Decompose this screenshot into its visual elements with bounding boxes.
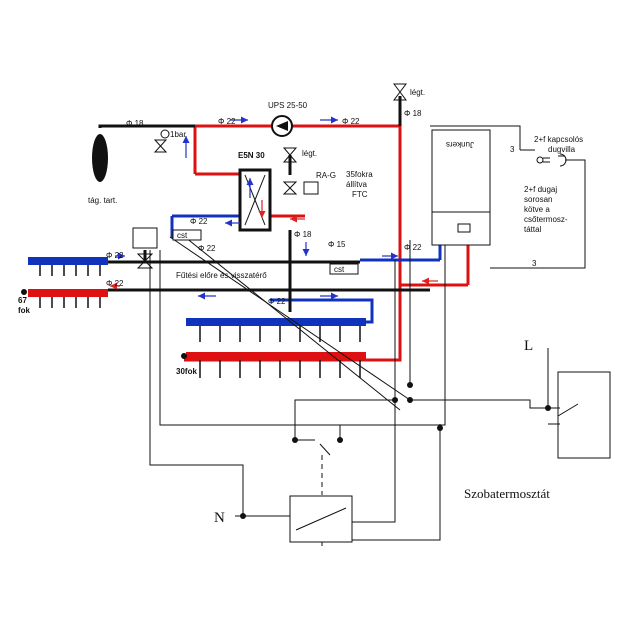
relay-coil	[295, 507, 347, 531]
wire-3-top: 3	[510, 145, 515, 154]
pressure-gauge	[160, 129, 170, 139]
electric-wires	[149, 125, 586, 546]
temp-30-label: 30fok	[176, 367, 197, 376]
ftc-label-2: állítva	[346, 180, 367, 189]
socket-label-2: sorosan	[524, 195, 552, 204]
sensor-cst-2	[329, 263, 359, 275]
thermostat-switch	[557, 403, 579, 417]
thermostat-box	[557, 371, 611, 459]
wire-3-mid: 3	[532, 259, 537, 268]
manifold-blue-lower	[186, 318, 366, 326]
pipe-label: Φ 22	[198, 244, 216, 253]
ftc-label-1: 35fokra	[346, 170, 373, 179]
label-L: L	[524, 338, 533, 354]
cst-label-1: cst	[177, 231, 188, 240]
flow-arrows	[110, 116, 438, 300]
heating-label: Fűtési előre és visszatérő	[176, 271, 267, 280]
socket-label-5: táttal	[524, 225, 542, 234]
boiler	[431, 129, 491, 246]
mixing-valve	[282, 181, 319, 195]
thermostat-label: Szobatermosztát	[464, 486, 550, 501]
boiler-display	[457, 223, 471, 233]
pressure-label: 1bar	[170, 130, 186, 139]
expansion-tank	[92, 134, 108, 182]
plug	[536, 156, 550, 164]
socket-label-1: 2+f dugaj	[524, 185, 557, 194]
pipe-label: Φ 22	[342, 117, 360, 126]
boiler-brand: Junkers	[446, 140, 474, 149]
socket-label-4: csőtermosz-	[524, 215, 568, 224]
zone-valve	[132, 227, 158, 269]
air-valve-mid	[282, 147, 298, 163]
return-pipes	[28, 214, 442, 324]
air-valve-top	[393, 83, 407, 101]
valve-label: RA-G	[316, 171, 336, 180]
pipe-label: Φ 22	[404, 243, 422, 252]
temp-67-label-2: fok	[18, 306, 31, 315]
manifold-red-left	[28, 289, 108, 297]
pipe-label: Φ 22	[268, 297, 286, 306]
sensor-cst-1	[172, 229, 202, 241]
cst-label-2: cst	[334, 265, 345, 274]
pipe-label: Φ 22	[106, 279, 124, 288]
air-top-label: légt.	[410, 88, 425, 97]
pipe-label: Φ 22	[106, 251, 124, 260]
pipe-label: Φ 18	[126, 119, 144, 128]
exchanger-label: E5N 30	[238, 151, 265, 160]
socket-label-3: kötve a	[524, 205, 550, 214]
socket	[558, 153, 567, 167]
pump-label: UPS 25-50	[268, 101, 308, 110]
air-mid-label: légt.	[302, 149, 317, 158]
pipe-label: Φ 15	[328, 240, 346, 249]
temp-67-label-1: 67	[18, 296, 27, 305]
safety-valve	[153, 139, 168, 153]
tank-label: tág. tart.	[88, 196, 117, 205]
manifold-blue-left	[28, 257, 108, 265]
manifold-red-lower	[186, 352, 366, 360]
plug-label-2: dugvilla	[548, 145, 576, 154]
ftc-label-3: FTC	[352, 190, 368, 199]
plug-label-1: 2+f kapcsolós	[534, 135, 583, 144]
pipe-label: Φ 22	[190, 217, 208, 226]
pipe-label: Φ 18	[294, 230, 312, 239]
pipe-label: Φ 22	[218, 117, 236, 126]
label-N: N	[214, 510, 225, 526]
pipe-label: Φ 18	[404, 109, 422, 118]
